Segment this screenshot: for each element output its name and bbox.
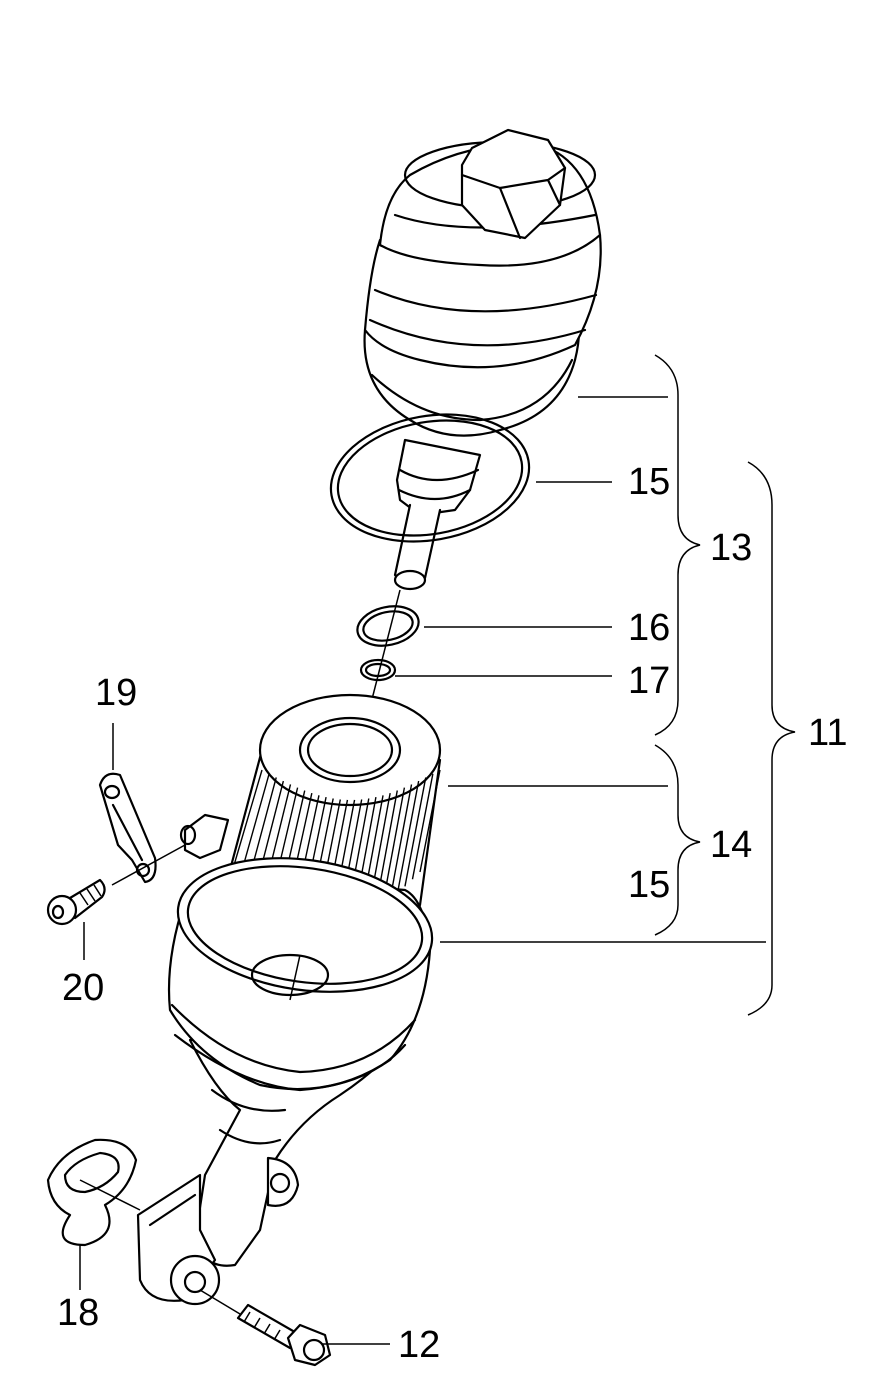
o-ring-large (329, 413, 531, 543)
brace-filter-kit (654, 744, 701, 936)
screw-icon (46, 878, 106, 926)
filter-pleat (419, 769, 441, 873)
callout-20: 20 (62, 967, 104, 1009)
callout-17: 17 (628, 660, 670, 702)
bolt-icon (236, 1303, 332, 1367)
filter-cap (363, 128, 602, 591)
callout-15-lower: 15 (628, 864, 670, 906)
filter-housing (136, 813, 434, 1306)
filter-pleat (389, 784, 413, 901)
brace-housing-assembly (747, 461, 796, 1016)
o-ring-medium (356, 605, 420, 647)
callout-19: 19 (95, 672, 137, 714)
filter-pleat (231, 769, 263, 873)
brace-cap-assembly (654, 354, 701, 736)
filter-pleat (404, 777, 427, 887)
gasket (46, 1138, 141, 1247)
hex-nut-icon (460, 128, 567, 240)
callout-11: 11 (808, 712, 847, 754)
leader-lines (79, 396, 766, 1345)
filter-pleat (411, 773, 434, 880)
filter-pleat (396, 780, 420, 894)
callout-18: 18 (57, 1292, 99, 1334)
callout-14: 14 (710, 824, 752, 866)
bracket (98, 772, 186, 886)
callout-15-upper: 15 (628, 461, 670, 503)
callout-16: 16 (628, 607, 670, 649)
callout-12: 12 (398, 1324, 440, 1366)
callout-13: 13 (710, 527, 752, 569)
